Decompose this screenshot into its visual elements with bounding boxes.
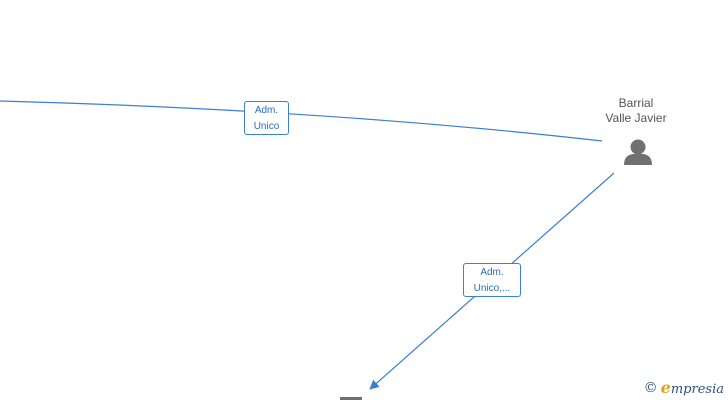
person-name-line1: Barrial [618,96,654,110]
person-name[interactable]: Barrial Valle Javier [580,96,692,126]
edge-label-diagonal[interactable]: Adm. Unico,... [463,263,521,297]
edge-label-top[interactable]: Adm. Unico [244,101,289,135]
company-node-partial[interactable] [340,397,362,400]
empresia-logo-text: mpresia [670,382,724,397]
copyright-symbol: © [643,379,658,396]
person-name-line2: Valle Javier [605,111,667,125]
edge-line-top [0,100,603,142]
person-icon[interactable] [624,139,652,166]
empresia-logo: empresia [661,378,724,397]
edge-label-top-line2: Unico [253,121,280,132]
edge-label-diagonal-line1: Adm. [480,267,504,278]
edge-label-diagonal-line2: Unico,... [473,283,511,294]
empresia-watermark: © empresia [644,378,724,397]
empresia-logo-initial: e [660,378,671,397]
edge-label-top-line1: Adm. [254,105,279,116]
